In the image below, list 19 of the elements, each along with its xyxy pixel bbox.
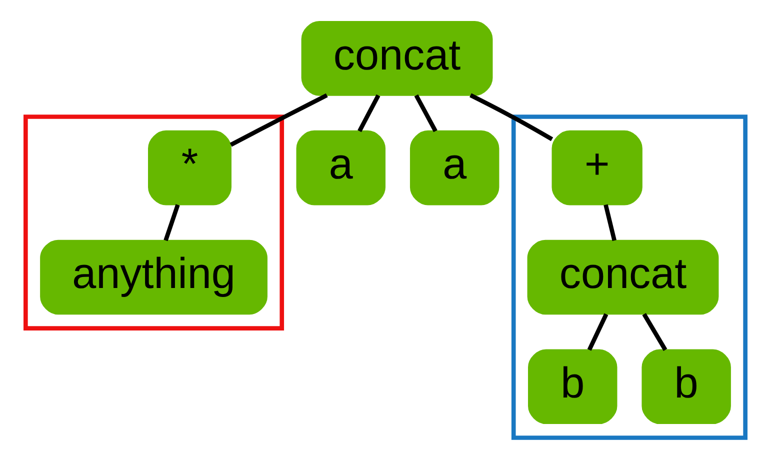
cluster: [24, 114, 284, 330]
connector: [358, 94, 380, 132]
connector: [642, 313, 668, 351]
node-box: a: [410, 130, 500, 206]
node-box: anything: [40, 240, 268, 315]
node-box: concat: [301, 21, 493, 96]
node-box: b: [642, 349, 731, 424]
connector: [414, 94, 438, 132]
node-box: *: [148, 130, 232, 206]
connector: [470, 93, 554, 142]
connector: [587, 313, 608, 351]
cluster: [511, 114, 748, 440]
node-box: b: [528, 349, 618, 424]
node-box: +: [552, 130, 642, 206]
node-box: concat: [527, 240, 719, 315]
connector: [230, 93, 328, 147]
connector: [604, 204, 616, 241]
node-box: a: [296, 130, 386, 206]
connector: [164, 204, 180, 242]
